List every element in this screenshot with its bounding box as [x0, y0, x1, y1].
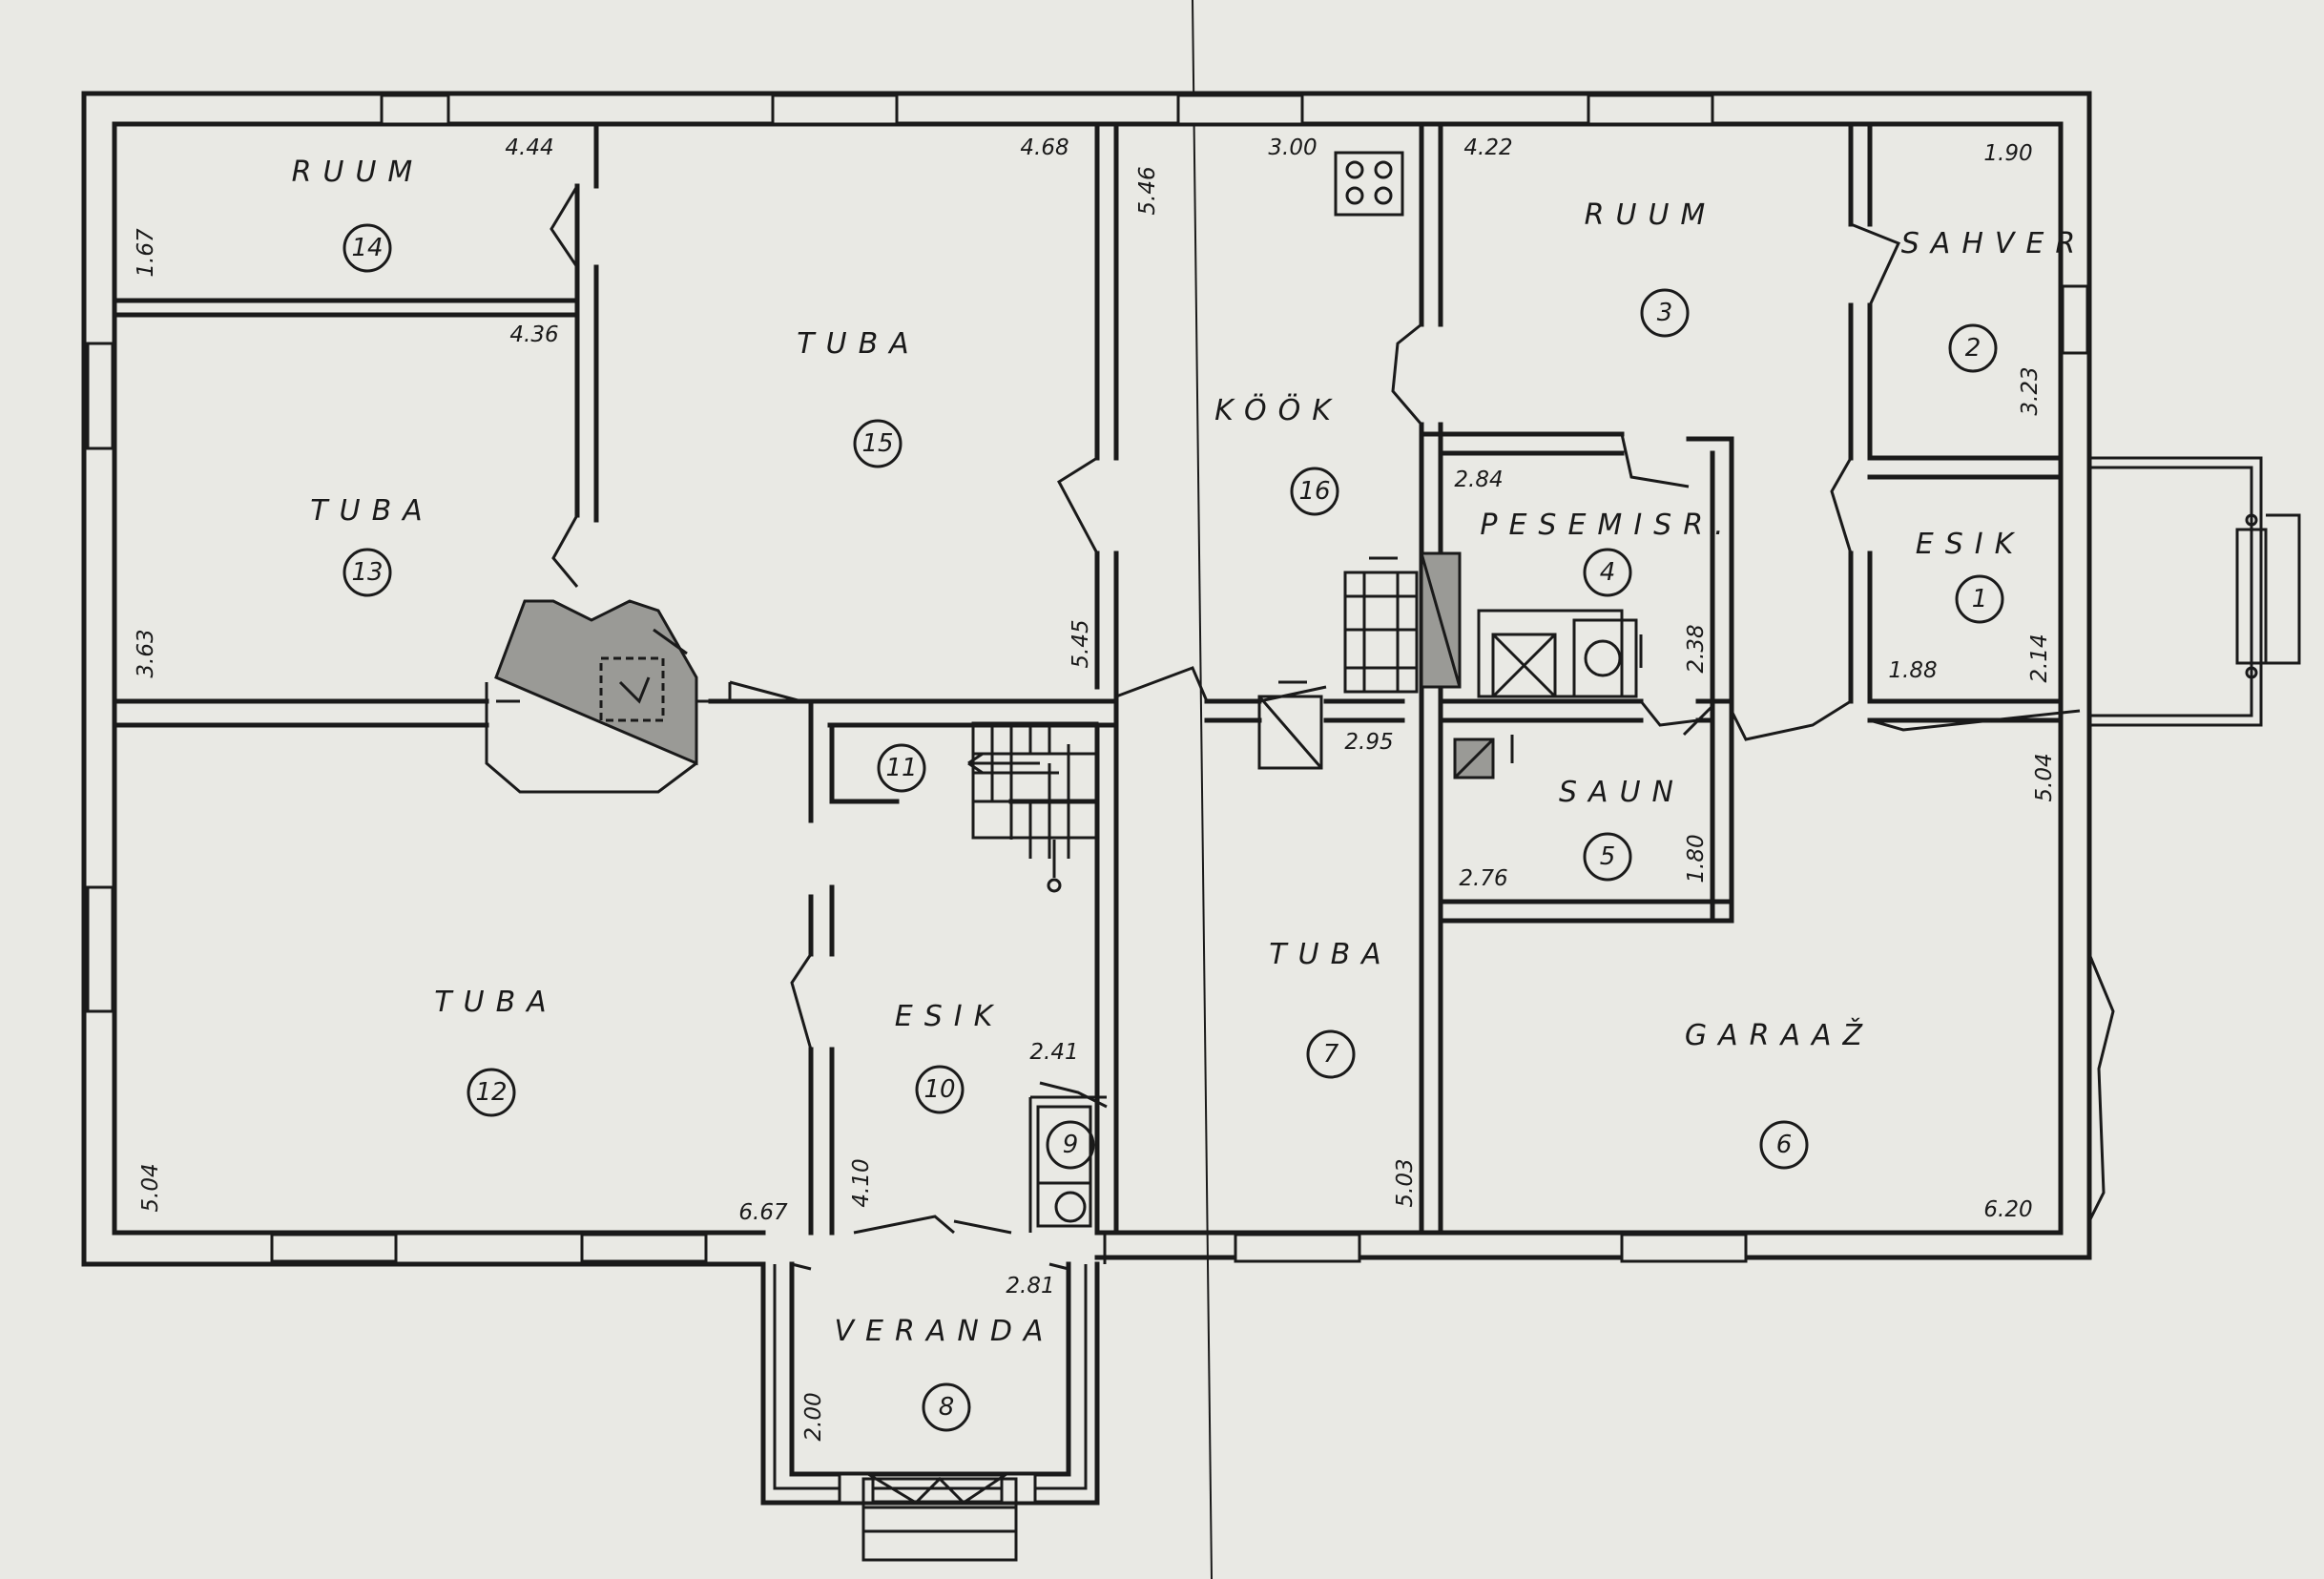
- room-number-6: 6: [1759, 1120, 1809, 1170]
- room-label-14: RUUM: [292, 156, 425, 189]
- dimension-label: 5.04: [138, 1163, 163, 1212]
- kitchen-fixtures: [1257, 151, 1462, 770]
- dimension-label: 4.44: [505, 135, 553, 160]
- room-numbers: 14 13 15 12 11 10 9 8 16 7 3 2 1 4 5 6: [342, 223, 2004, 1432]
- room-label-6: GARAAŽ: [1685, 1018, 1874, 1052]
- svg-text:4: 4: [1600, 558, 1616, 587]
- room-label-3: RUUM: [1585, 198, 1717, 232]
- bath-fixtures: [1453, 609, 1643, 779]
- svg-text:14: 14: [351, 234, 383, 262]
- room-number-14: 14: [342, 223, 392, 273]
- svg-text:13: 13: [351, 558, 383, 587]
- dimension-label: 5.04: [2032, 753, 2057, 801]
- svg-text:11: 11: [885, 754, 917, 782]
- dimension-label: 2.00: [801, 1392, 826, 1441]
- dimension-label: 2.76: [1459, 866, 1507, 891]
- interior-walls: [112, 121, 2064, 1236]
- dimension-label: 4.36: [509, 322, 558, 347]
- dimension-label: 1.80: [1684, 834, 1709, 883]
- room-label-13: TUBA: [310, 494, 433, 528]
- room-number-13: 13: [342, 548, 392, 597]
- room-number-7: 7: [1306, 1029, 1356, 1079]
- windows: [86, 93, 2089, 1263]
- staircase: [967, 721, 1099, 893]
- side-porch: [2089, 456, 2301, 727]
- room-label-10: ESIK: [895, 1000, 1005, 1033]
- room-label-2: SAHVER: [1901, 227, 2086, 260]
- svg-text:5: 5: [1600, 842, 1616, 871]
- room-number-1: 1: [1955, 574, 2004, 624]
- room-number-4: 4: [1583, 548, 1632, 597]
- svg-text:6: 6: [1776, 1131, 1793, 1159]
- dimension-label: 2.41: [1029, 1040, 1078, 1065]
- dimension-label: 2.95: [1344, 730, 1393, 755]
- svg-text:2: 2: [1965, 334, 1982, 363]
- room-number-8: 8: [922, 1382, 971, 1432]
- room-number-11: 11: [877, 743, 926, 793]
- dimension-labels: 4.44 1.67 4.68 5.46 3.00 4.22 1.90 3.23 …: [134, 135, 2057, 1442]
- doors: [550, 185, 2115, 1235]
- dimension-label: 2.14: [2027, 634, 2052, 682]
- dimension-label: 5.45: [1069, 619, 1093, 668]
- svg-text:1: 1: [1972, 585, 1988, 613]
- room-label-4: PESEMISR.: [1480, 509, 1734, 542]
- fireplace: [485, 599, 725, 794]
- veranda: [760, 1261, 1100, 1562]
- room-label-8: VERANDA: [835, 1315, 1055, 1348]
- outer-walls: [81, 91, 2092, 1267]
- dimension-label: 3.00: [1268, 135, 1317, 160]
- paper-fold-line: [1192, 0, 1213, 1579]
- dimension-label: 2.38: [1684, 624, 1709, 673]
- dimension-label: 6.67: [738, 1200, 788, 1225]
- dimension-label: 4.68: [1020, 135, 1069, 160]
- svg-text:7: 7: [1323, 1040, 1339, 1069]
- svg-text:16: 16: [1298, 477, 1330, 506]
- dimension-label: 2.81: [1006, 1274, 1054, 1299]
- wc-fixtures: [1028, 1081, 1108, 1233]
- dimension-label: 1.90: [1983, 141, 2032, 166]
- svg-text:12: 12: [475, 1078, 507, 1107]
- room-number-9: 9: [1046, 1120, 1095, 1170]
- dimension-label: 2.84: [1454, 467, 1503, 492]
- room-label-1: ESIK: [1916, 528, 2025, 561]
- room-number-10: 10: [915, 1065, 965, 1114]
- room-label-16: KÖÖK: [1214, 393, 1342, 427]
- dimension-label: 1.67: [134, 228, 158, 278]
- svg-text:15: 15: [861, 429, 893, 458]
- dimension-label: 4.10: [849, 1158, 874, 1207]
- dimension-label: 3.23: [2018, 366, 2043, 415]
- dimension-label: 1.88: [1888, 658, 1937, 683]
- svg-text:10: 10: [923, 1075, 955, 1104]
- room-label-7: TUBA: [1269, 938, 1392, 971]
- dimension-label: 6.20: [1983, 1197, 2032, 1222]
- room-number-5: 5: [1583, 832, 1632, 882]
- room-number-16: 16: [1290, 467, 1339, 516]
- dimension-label: 5.46: [1135, 166, 1160, 215]
- room-number-2: 2: [1948, 323, 1998, 373]
- svg-text:3: 3: [1657, 299, 1673, 327]
- room-number-12: 12: [467, 1068, 516, 1117]
- dimension-label: 3.63: [134, 629, 158, 677]
- room-number-3: 3: [1640, 288, 1690, 338]
- svg-text:8: 8: [939, 1393, 955, 1422]
- room-labels: RUUM TUBA TUBA TUBA ESIK VERANDA KÖÖK TU…: [292, 156, 2086, 1348]
- dimension-label: 4.22: [1463, 135, 1512, 160]
- room-label-15: TUBA: [797, 327, 920, 361]
- room-number-15: 15: [853, 419, 903, 468]
- dimension-label: 5.03: [1393, 1158, 1418, 1207]
- room-label-5: SAUN: [1559, 776, 1685, 809]
- room-label-12: TUBA: [434, 986, 557, 1019]
- svg-text:9: 9: [1063, 1131, 1079, 1159]
